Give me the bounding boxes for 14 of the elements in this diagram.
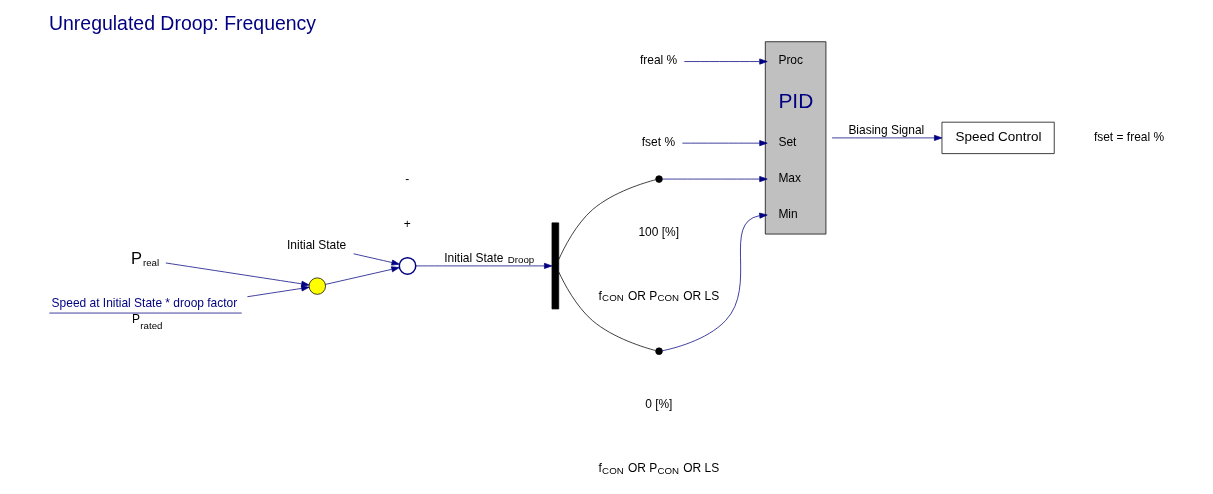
node-text: freal % [639, 53, 677, 68]
label: fCON OR PCON OR LS [597, 461, 719, 476]
label: fset = freal % [1093, 129, 1164, 144]
label: 100 [%] [637, 224, 679, 239]
label: fCON OR PCON OR LS [597, 289, 719, 304]
label: - [404, 171, 409, 186]
diagram-title: Unregulated Droop: Frequency [48, 11, 316, 34]
label: + [403, 217, 411, 232]
edge-label: Initial State Droop [443, 251, 534, 266]
label: 0 [%] [644, 396, 672, 411]
node-text: Initial State [286, 237, 346, 252]
edge-label: Biasing Signal [847, 123, 924, 138]
node-text: Speed at Initial State * droop factor P$_{rated}$ [51, 295, 237, 331]
node-text: fset % [641, 134, 675, 149]
